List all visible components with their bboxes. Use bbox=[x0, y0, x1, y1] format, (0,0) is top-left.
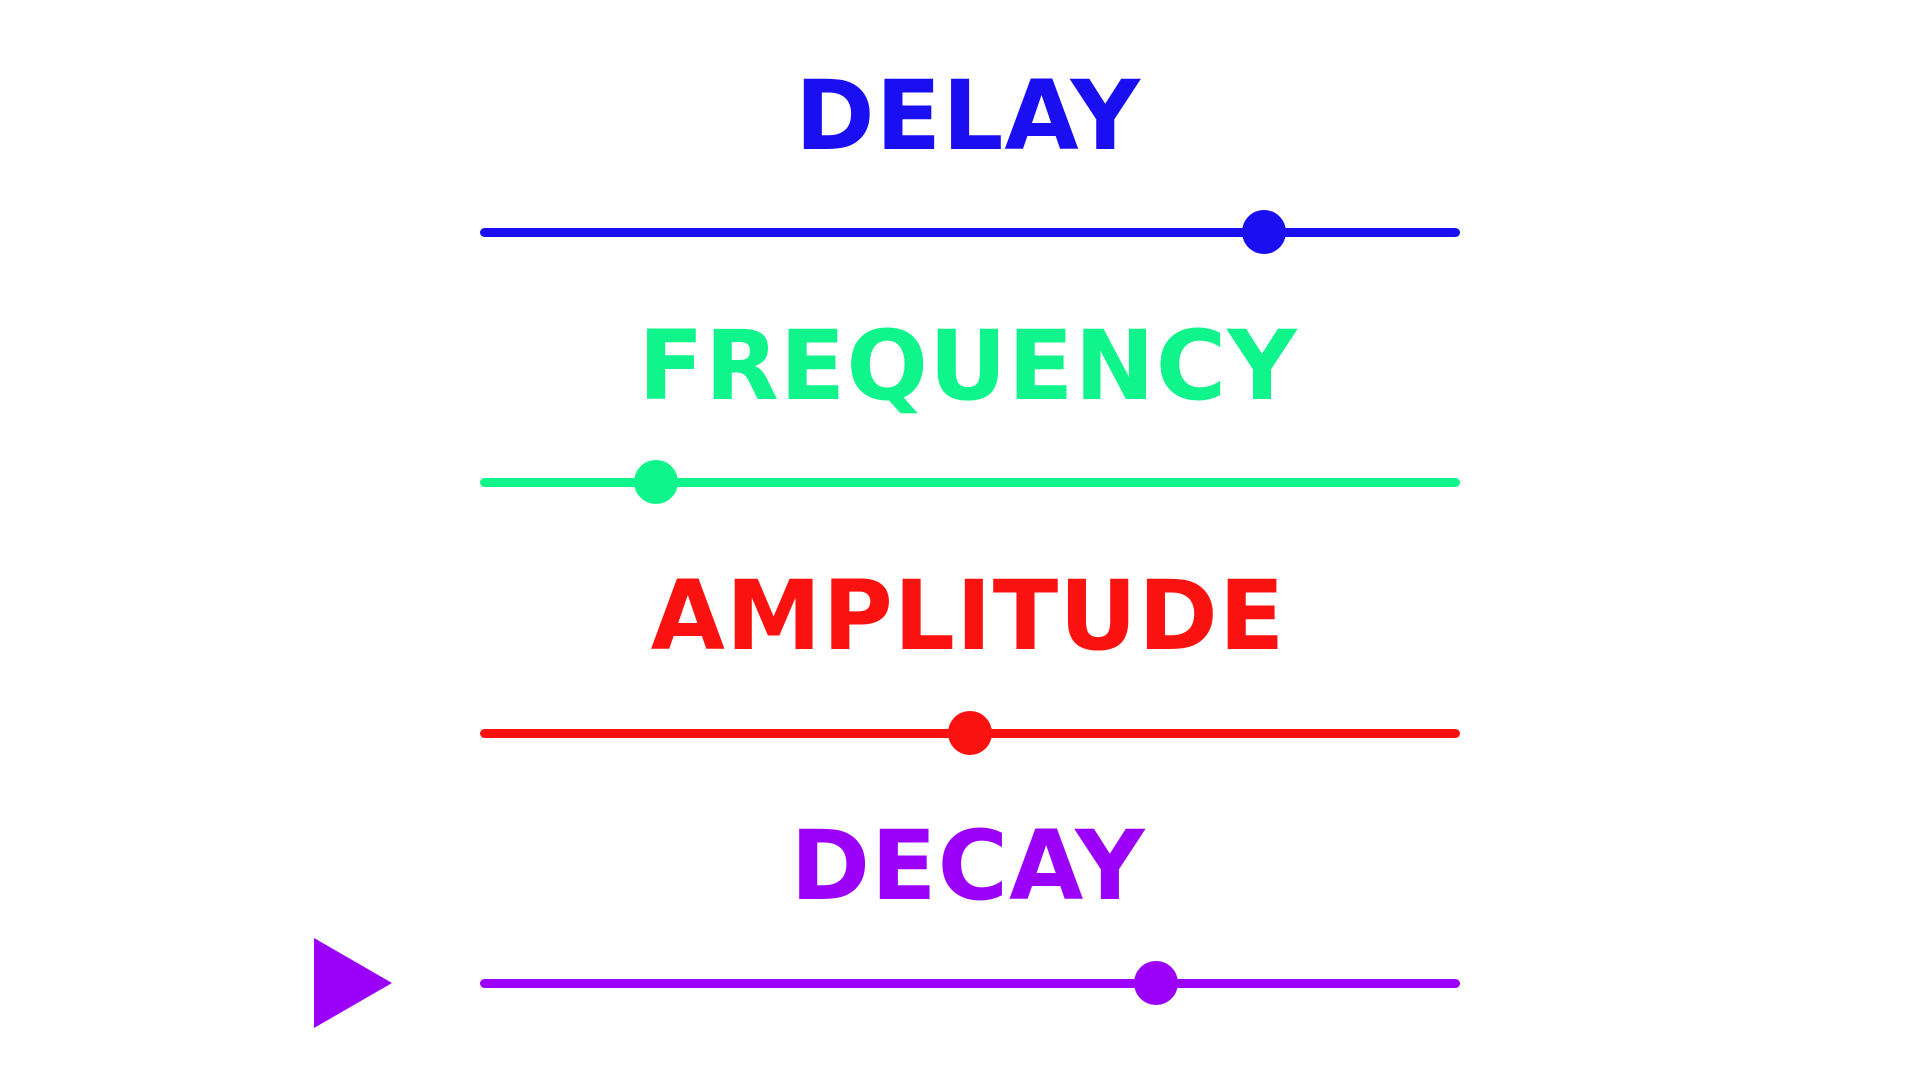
decay-slider[interactable] bbox=[480, 961, 1460, 1005]
play-icon bbox=[314, 938, 392, 1028]
amplitude-slider-thumb[interactable] bbox=[948, 711, 992, 755]
delay-slider[interactable] bbox=[480, 210, 1460, 254]
play-button[interactable] bbox=[314, 938, 394, 1028]
decay-label: DECAY bbox=[790, 810, 1146, 922]
delay-slider-track[interactable] bbox=[480, 228, 1460, 237]
decay-slider-track[interactable] bbox=[480, 979, 1460, 988]
delay-slider-thumb[interactable] bbox=[1242, 210, 1286, 254]
frequency-slider-track[interactable] bbox=[480, 478, 1460, 487]
amplitude-label: AMPLITUDE bbox=[650, 560, 1286, 672]
frequency-label: FREQUENCY bbox=[638, 310, 1298, 422]
delay-label: DELAY bbox=[794, 60, 1142, 172]
amplitude-slider[interactable] bbox=[480, 711, 1460, 755]
frequency-slider[interactable] bbox=[480, 460, 1460, 504]
decay-slider-thumb[interactable] bbox=[1134, 961, 1179, 1005]
frequency-slider-thumb[interactable] bbox=[634, 460, 679, 504]
